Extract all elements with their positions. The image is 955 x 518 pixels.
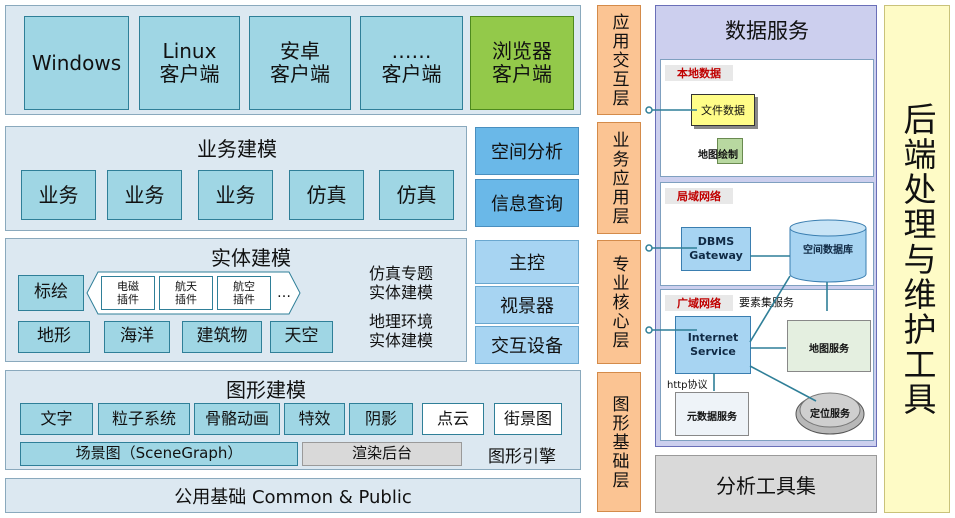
graphics-modeling-title: 图形建模 [226,377,306,402]
business-item: 业务 [198,170,273,220]
dbms-gateway-node: DBMS Gateway [681,227,751,271]
file-data-node: 文件数据 [691,94,755,126]
simulation-item: 仿真 [379,170,454,220]
simulation-topic-note: 仿真专题 实体建模 [368,263,433,302]
internet-service-node: Internet Service [675,316,751,374]
client-browser: 浏览器 客户端 [470,16,574,110]
scenegraph-item: 场景图（SceneGraph） [20,442,298,466]
metadata-service-label: 元数据服务 [687,411,737,423]
geo-env-note: 地理环境 实体建模 [368,311,433,350]
entity-modeling-title: 实体建模 [211,245,291,270]
graphics-base-layer-label: 图形基础层 [597,372,641,512]
render-backend-item: 渲染后台 [302,442,462,466]
core-layer-label: 专业核心层 [597,240,641,364]
master-control-box: 主控 [475,240,579,284]
data-service-title: 数据服务 [725,19,809,43]
spatial-database-icon [789,219,867,283]
plugin-container: 电磁 插件 航天 插件 航空 插件 … [86,271,301,315]
client-windows: Windows [24,16,129,110]
map-draw-icon [717,138,743,164]
interaction-device-box: 交互设备 [475,326,579,364]
metadata-service-icon [675,392,749,436]
client-android: 安卓 客户端 [249,16,351,110]
graphics-modeling-panel: 图形建模 文字 粒子系统 骨骼动画 特效 阴影 点云 街景图 场景图（Scene… [5,370,581,470]
viewer-box: 视景器 [475,286,579,324]
wan-section: 广域网络 要素集服务 Internet Service 地图服务 http协议 … [660,289,874,441]
client-other: …… 客户端 [360,16,463,110]
info-query-box: 信息查询 [475,179,579,227]
map-draw-label: 地图绘制 [698,149,738,161]
text-item: 文字 [20,403,93,435]
particle-system-item: 粒子系统 [98,403,190,435]
app-interaction-layer-label: 应用交互层 [597,5,641,115]
data-service-panel: 数据服务 本地数据 文件数据 地图绘制 局域网络 DBMS Gateway 空间… [655,5,877,447]
building-item: 建筑物 [182,321,262,353]
spatial-database-label: 空间数据库 [803,244,853,256]
plugin-aviation: 航空 插件 [217,276,271,310]
common-base-bar: 公用基础 Common & Public [5,478,581,513]
business-item: 业务 [107,170,182,220]
simulation-item: 仿真 [289,170,364,220]
location-service-label: 定位服务 [810,408,850,420]
http-protocol-label: http协议 [667,379,708,391]
street-view-item: 街景图 [494,403,562,435]
local-data-section: 本地数据 文件数据 地图绘制 [660,59,874,177]
feature-service-label: 要素集服务 [739,296,794,309]
plugin-aerospace: 航天 插件 [159,276,213,310]
plugin-ellipsis: … [277,285,291,301]
lan-section: 局域网络 DBMS Gateway 空间数据库 [660,182,874,286]
spatial-analysis-box: 空间分析 [475,127,579,175]
plot-item: 标绘 [18,275,84,311]
plugin-electromagnetic: 电磁 插件 [101,276,155,310]
client-linux: Linux 客户端 [139,16,240,110]
map-service-icon [787,320,871,372]
business-modeling-panel: 业务建模 业务 业务 业务 仿真 仿真 [5,126,467,231]
sky-item: 天空 [270,321,333,353]
business-modeling-title: 业务建模 [197,136,277,161]
shadow-item: 阴影 [349,403,413,435]
local-data-label: 本地数据 [665,65,733,81]
effects-item: 特效 [284,403,345,435]
wan-label: 广域网络 [665,295,733,311]
backend-tools-box: 后端处理与维护工具 [884,5,950,513]
business-item: 业务 [21,170,96,220]
point-cloud-item: 点云 [422,403,484,435]
graphics-engine-label: 图形引擎 [488,446,556,467]
ocean-item: 海洋 [104,321,170,353]
clients-panel: Windows Linux 客户端 安卓 客户端 …… 客户端 浏览器 客户端 [5,5,581,115]
business-app-layer-label: 业务应用层 [597,122,641,234]
map-service-label: 地图服务 [809,343,849,355]
terrain-item: 地形 [18,321,90,353]
entity-modeling-panel: 实体建模 标绘 电磁 插件 航天 插件 航空 插件 … 地形 海洋 建筑物 天空… [5,238,467,362]
analysis-tools-box: 分析工具集 [655,455,877,513]
lan-label: 局域网络 [665,188,733,204]
skeletal-animation-item: 骨骼动画 [194,403,280,435]
